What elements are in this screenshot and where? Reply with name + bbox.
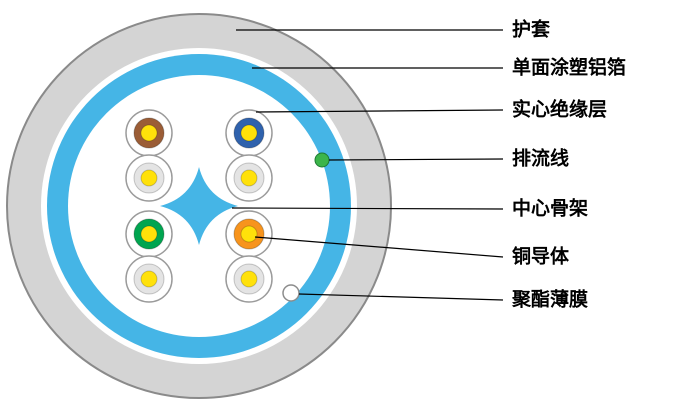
wire-white-4: [225, 255, 273, 303]
wire-white-2: [225, 154, 273, 202]
wire-green: [125, 210, 173, 258]
wire-blue: [225, 109, 273, 157]
leader-line-central-skeleton: [231, 207, 504, 210]
polyester-film-dot: [282, 284, 300, 302]
label-central-skeleton: 中心骨架: [512, 197, 589, 220]
label-copper-conductor: 铜导体: [512, 245, 570, 268]
leader-line-drain-wire: [328, 158, 504, 161]
wire-orange: [225, 210, 273, 258]
wire-white-3: [125, 255, 173, 303]
copper-core: [240, 225, 258, 243]
copper-core: [140, 169, 158, 187]
label-solid-insulation: 实心绝缘层: [512, 98, 608, 121]
label-aluminum-foil: 单面涂塑铝箔: [512, 56, 627, 79]
copper-core: [140, 124, 158, 142]
copper-core: [140, 270, 158, 288]
wire-brown: [125, 109, 173, 157]
leader-lines: [231, 29, 504, 301]
copper-core: [240, 270, 258, 288]
copper-core: [140, 225, 158, 243]
central-cross-skeleton: [160, 167, 238, 245]
label-drain-wire: 排流线: [512, 147, 570, 170]
leader-line-copper-conductor: [254, 236, 504, 258]
leader-line-solid-insulation: [255, 109, 504, 113]
wire-white-1: [125, 154, 173, 202]
copper-core: [240, 169, 258, 187]
label-sheath: 护套: [512, 18, 551, 41]
leader-line-polyester-film: [298, 293, 504, 301]
copper-core: [240, 124, 258, 142]
drain-wire-dot: [314, 152, 330, 168]
label-polyester-film: 聚酯薄膜: [512, 288, 589, 311]
